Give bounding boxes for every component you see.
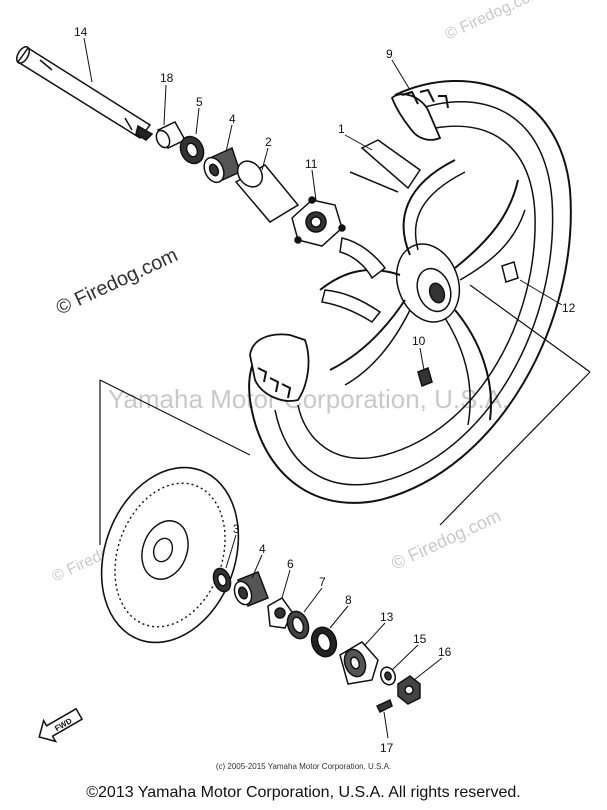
part-label-10: 10 — [412, 334, 426, 348]
part-label-13: 13 — [380, 610, 394, 624]
part-label-3: 3 — [233, 522, 240, 536]
part-label-6: 6 — [287, 557, 294, 571]
assembly-outline — [99, 284, 591, 545]
spacer-tube — [234, 160, 300, 223]
nut-16 — [397, 675, 421, 705]
washer-15 — [379, 666, 397, 686]
part-label-8: 8 — [345, 593, 352, 607]
leader-lines — [83, 37, 563, 739]
bearing-upper — [203, 146, 241, 184]
watermark-firedog-top: © Firedog.com — [443, 0, 545, 44]
cotter-pin-17 — [375, 698, 393, 714]
part-label-14: 14 — [74, 25, 88, 39]
seal-3 — [212, 567, 232, 593]
watermark-yamaha-center: Yamaha Motor Corporation, U.S.A. — [108, 384, 509, 414]
watermark-firedog-right: © Firedog.com — [388, 505, 504, 573]
part-label-9: 9 — [386, 47, 393, 61]
wheel-assembly — [248, 80, 572, 504]
part-label-5: 5 — [196, 95, 203, 109]
footer-copyright: ©2013 Yamaha Motor Corporation, U.S.A. A… — [86, 784, 521, 801]
front-axle — [16, 46, 154, 141]
forward-arrow-icon: FWD — [38, 707, 84, 743]
part-label-4-lower: 4 — [259, 542, 266, 556]
bearing-lower — [233, 571, 269, 607]
part-label-11: 11 — [305, 157, 318, 171]
fine-print-copyright: (c) 2005-2015 Yamaha Motor Corporation, … — [215, 762, 392, 771]
hub-plate — [291, 196, 346, 247]
part-label-7: 7 — [319, 575, 326, 589]
part-label-18: 18 — [160, 71, 174, 85]
part-label-1: 1 — [338, 122, 345, 136]
seal-8 — [310, 626, 338, 658]
brake-disc — [100, 466, 240, 644]
part-label-12: 12 — [562, 301, 576, 315]
gear-unit-13 — [339, 641, 379, 685]
part-label-2: 2 — [265, 135, 272, 149]
ring-7 — [286, 610, 310, 640]
part-label-4-upper: 4 — [229, 112, 236, 126]
part-label-16: 16 — [438, 645, 452, 659]
part-label-17: 17 — [380, 741, 394, 755]
part-label-15: 15 — [413, 632, 427, 646]
watermark-firedog-left: © Firedog.com — [53, 244, 181, 319]
oil-seal — [179, 135, 205, 165]
